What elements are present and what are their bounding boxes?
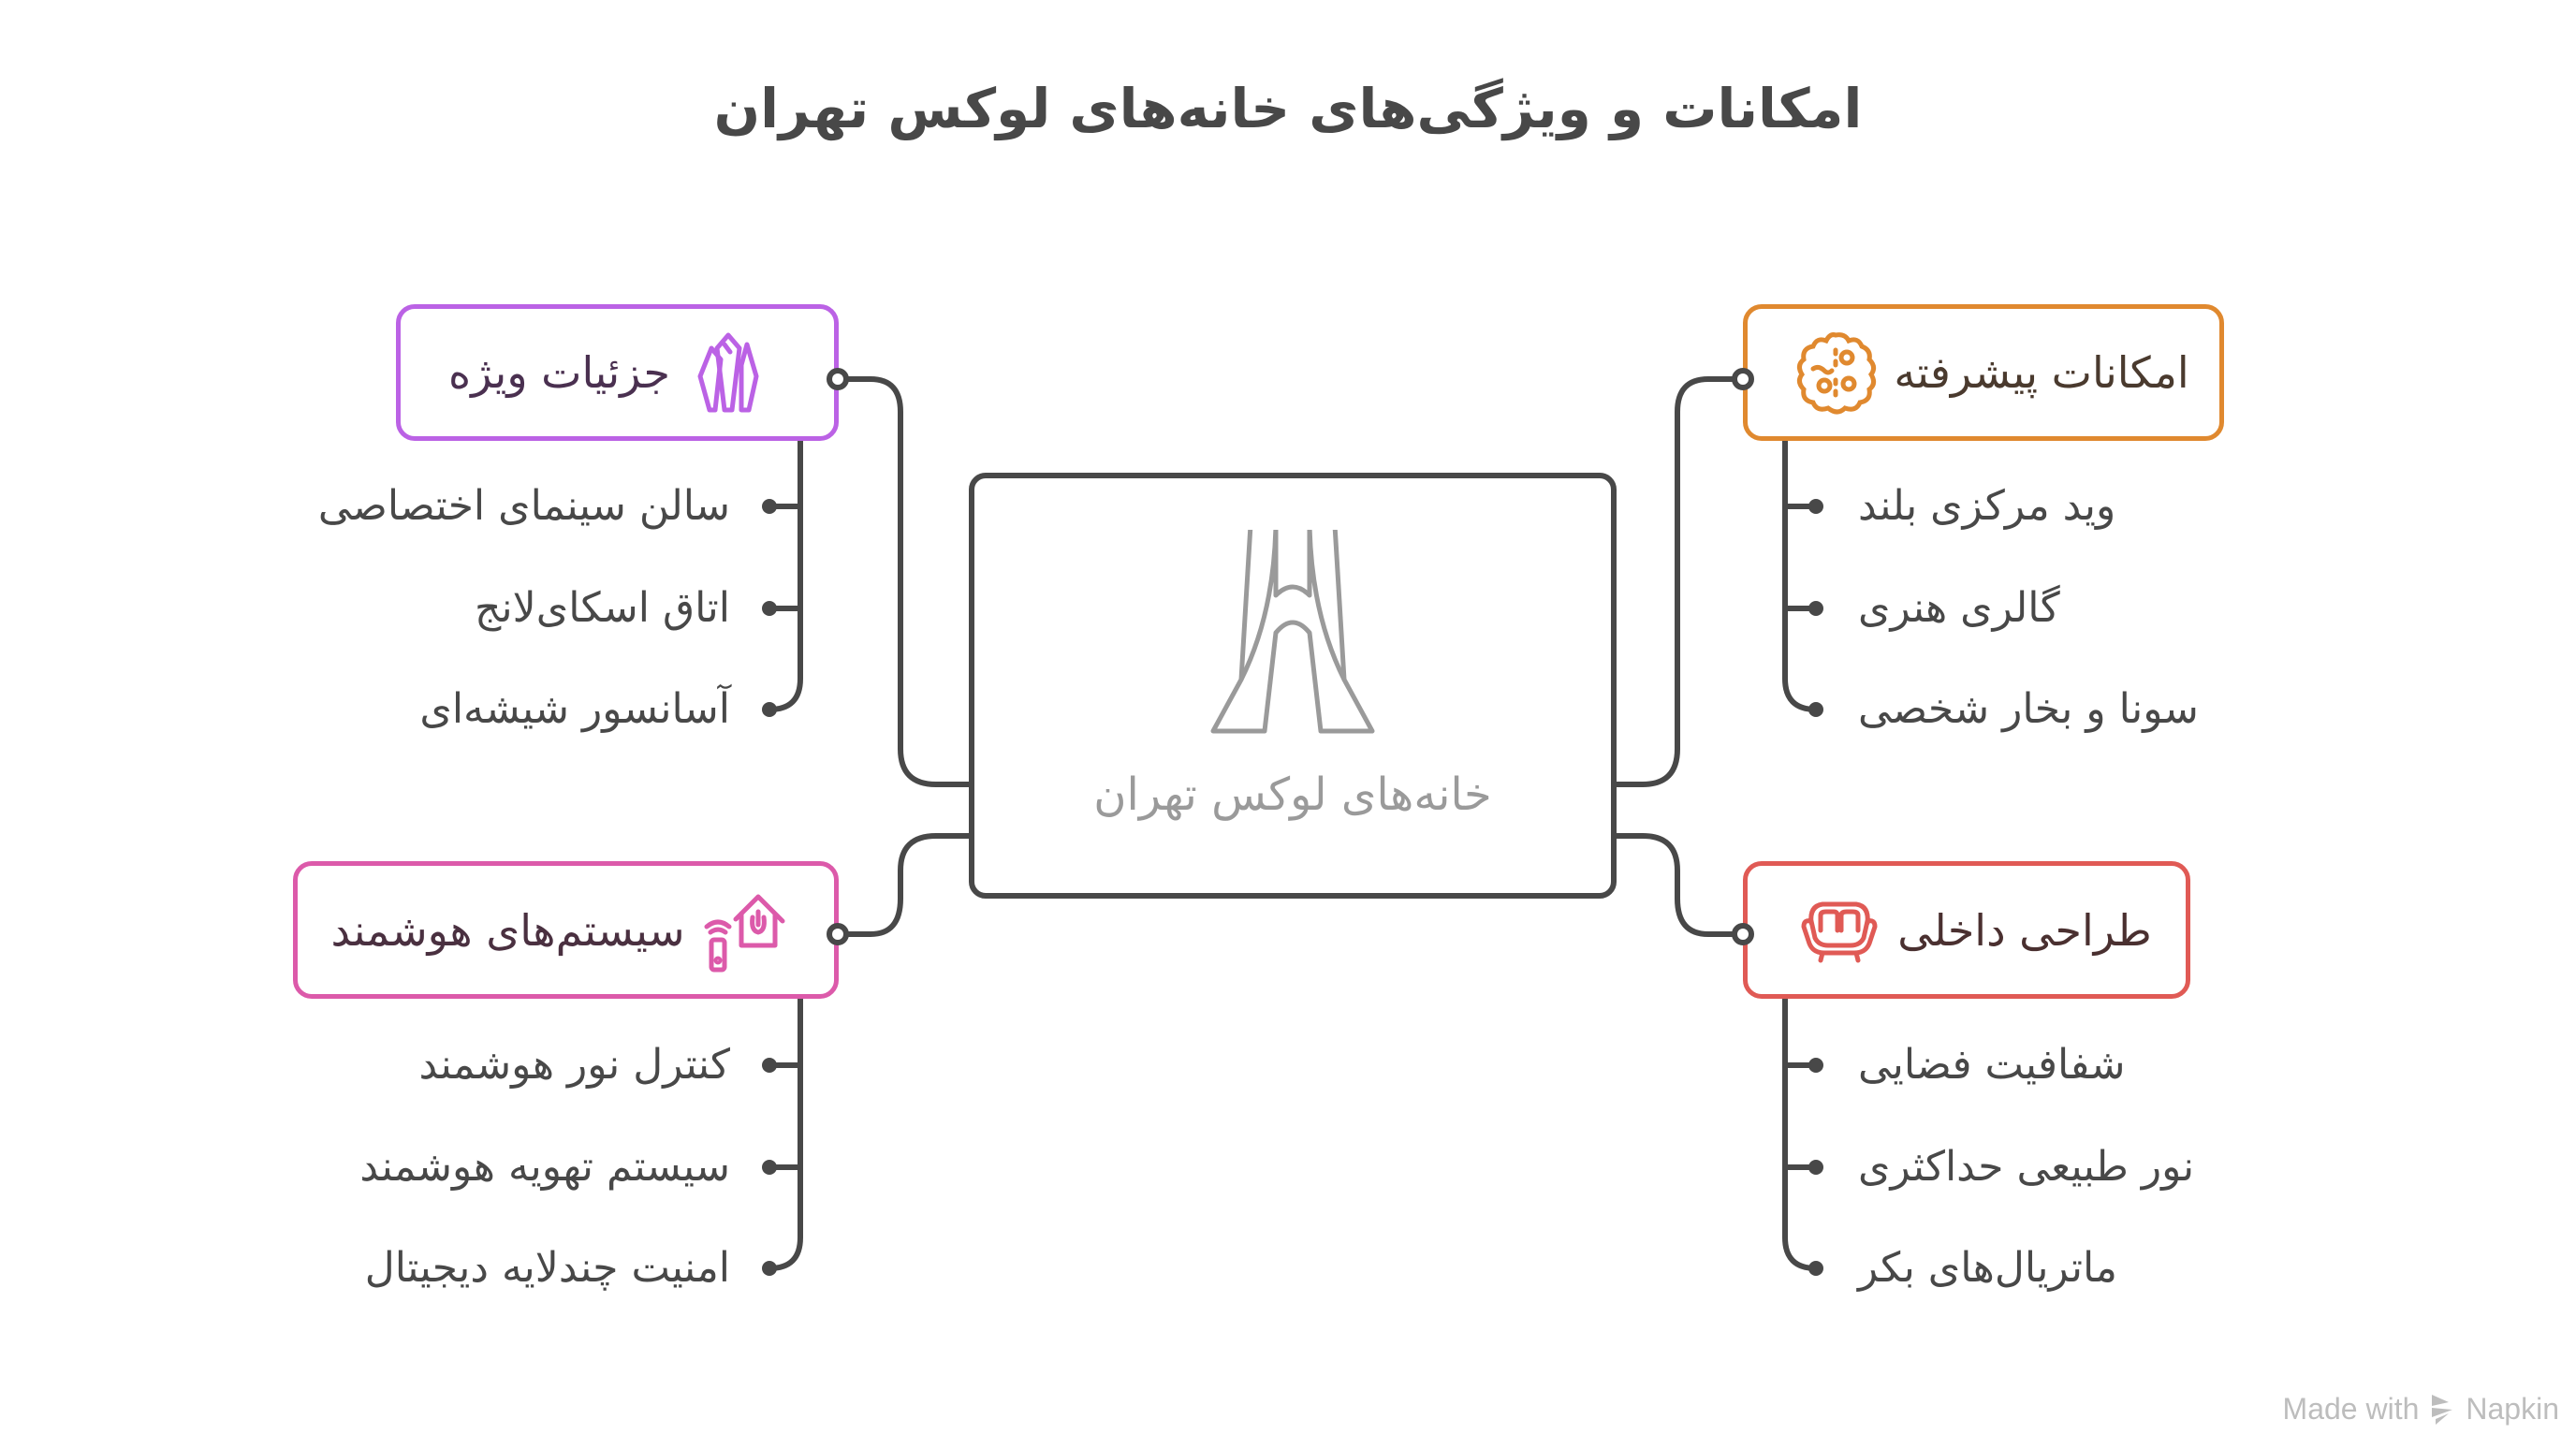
list-item: اتاق اسکای‌لانج [475,584,730,632]
category-interior-design[interactable]: طراحی داخلی [1743,861,2190,999]
category-special-details[interactable]: جزئیات ویژه [396,304,839,441]
list-item: امنیت چندلایه دیجیتال [364,1244,730,1292]
category-label: طراحی داخلی [1897,904,2152,956]
list-item: ماتریال‌های بکر [1858,1244,2117,1292]
list-item: سونا و بخار شخصی [1858,685,2199,733]
center-label: خانه‌های لوکس تهران [1093,768,1492,821]
category-advanced-amenities[interactable]: امکانات پیشرفته [1743,304,2224,441]
brain-circuit-icon [1797,332,1877,415]
category-label: سیستم‌های هوشمند [330,904,685,956]
crystals-icon [697,332,759,413]
watermark: Made with Napkin [2283,1392,2559,1427]
list-item: کنترل نور هوشمند [418,1041,730,1089]
category-label: جزئیات ویژه [448,347,670,398]
list-item: نور طبیعی حداکثری [1858,1143,2195,1191]
center-node[interactable]: خانه‌های لوکس تهران [969,473,1617,899]
napkin-logo-icon [2432,1394,2453,1425]
list-item: گالری هنری [1858,584,2060,632]
smart-home-remote-icon [704,894,785,972]
list-item: آسانسور شیشه‌ای [419,685,730,733]
watermark-brand: Napkin [2466,1392,2559,1426]
sofa-icon [1801,901,1878,962]
watermark-prefix: Made with [2282,1392,2420,1426]
list-item: شفافیت فضایی [1858,1041,2126,1089]
category-label: امکانات پیشرفته [1894,347,2189,398]
list-item: وید مرکزی بلند [1858,482,2116,530]
azadi-tower-icon [1210,530,1375,734]
diagram-title: امکانات و ویژگی‌های خانه‌های لوکس تهران [713,77,1863,140]
category-smart-systems[interactable]: سیستم‌های هوشمند [293,861,839,999]
list-item: سالن سینمای اختصاصی [317,482,730,530]
list-item: سیستم تهویه هوشمند [359,1143,730,1191]
